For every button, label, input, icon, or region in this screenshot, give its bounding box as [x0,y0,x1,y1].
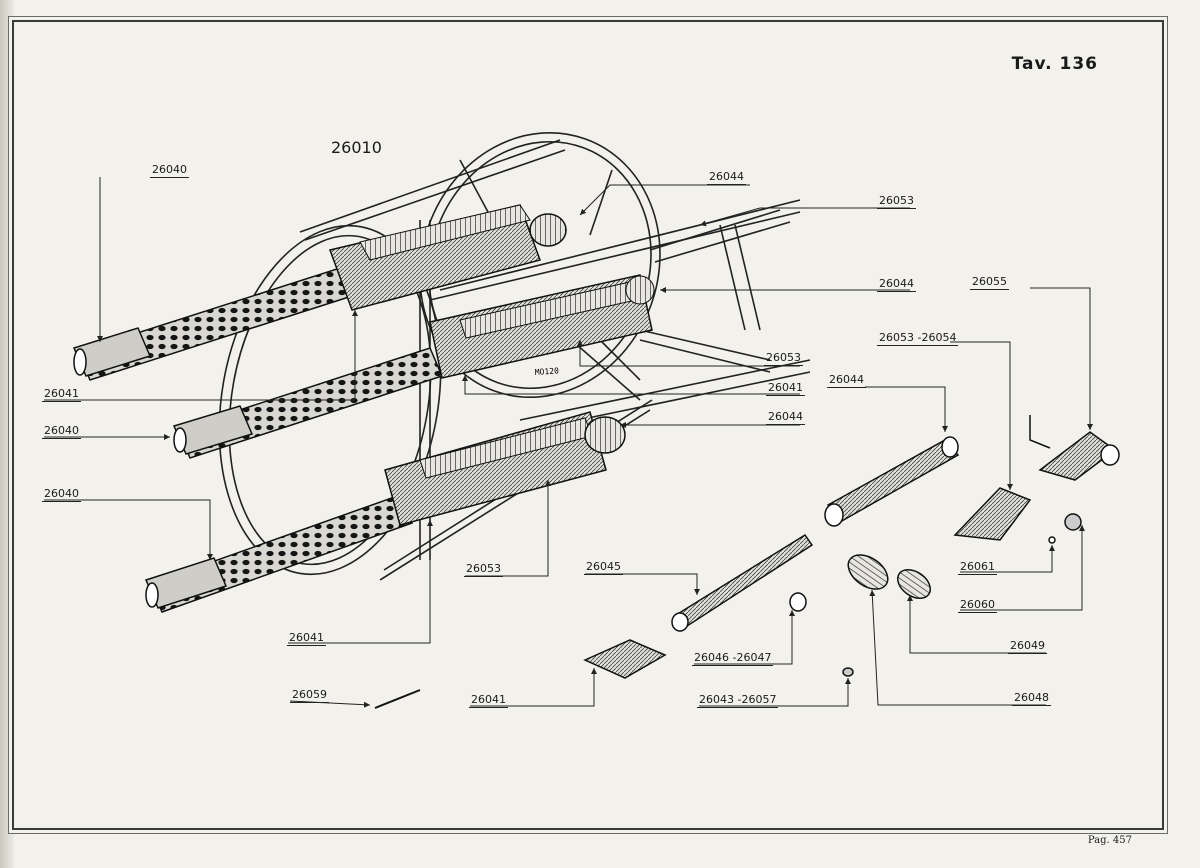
callout-label: 26053 -26054 [877,331,959,346]
callout-label: 26053 [464,562,503,577]
part-26053-26054-plate [953,487,1032,541]
callout-label: 26041 [469,693,508,708]
part-26061-pin [1048,536,1056,544]
gun-cage-frame [218,131,811,581]
page-number: Pag. 457 [1087,835,1132,846]
callout-label: 26041 [766,381,805,396]
part-26059-pin [374,689,421,709]
gun-marking: MO120 [535,366,560,377]
callout-label: 26044 [766,410,805,425]
upper-machine-gun [72,204,567,381]
middle-machine-gun [172,274,655,459]
part-26049-spring [896,568,932,600]
part-26060-nut [1064,513,1082,531]
plate-number: Tav. 136 [1011,54,1098,74]
callout-label: 26041 [287,631,326,646]
callout-label: 26060 [958,598,997,613]
page-border [12,20,1164,830]
callout-label: 26040 [42,424,81,439]
part-26044-mount-rail [826,439,960,523]
callout-label: 26041 [42,387,81,402]
lower-machine-gun [144,411,626,613]
part-26048-spring [847,554,889,590]
part-26046-bushing [789,592,807,612]
callout-label: 26046 -26047 [692,651,774,666]
callout-label: 26061 [958,560,997,575]
callout-label: 26045 [584,560,623,575]
callout-label: 26044 [877,277,916,292]
callout-label: 26059 [290,688,329,703]
callout-label: 26048 [1012,691,1051,706]
part-26041-clamp [583,639,667,679]
callout-label: 26055 [970,275,1009,290]
part-26043-screw [842,667,854,677]
leader-lines [44,177,1093,708]
exploded-parts [374,415,1120,709]
assembly-code: 26010 [331,138,382,157]
binding-edge [0,0,14,868]
callout-label: 26049 [1008,639,1047,654]
callout-label: 26053 [877,194,916,209]
callout-label: 26044 [827,373,866,388]
callout-label: 26043 -26057 [697,693,779,708]
callout-label: 26044 [707,170,746,185]
callout-label: 26040 [42,487,81,502]
callout-label: 26040 [150,163,189,178]
callout-label: 26053 [764,351,803,366]
